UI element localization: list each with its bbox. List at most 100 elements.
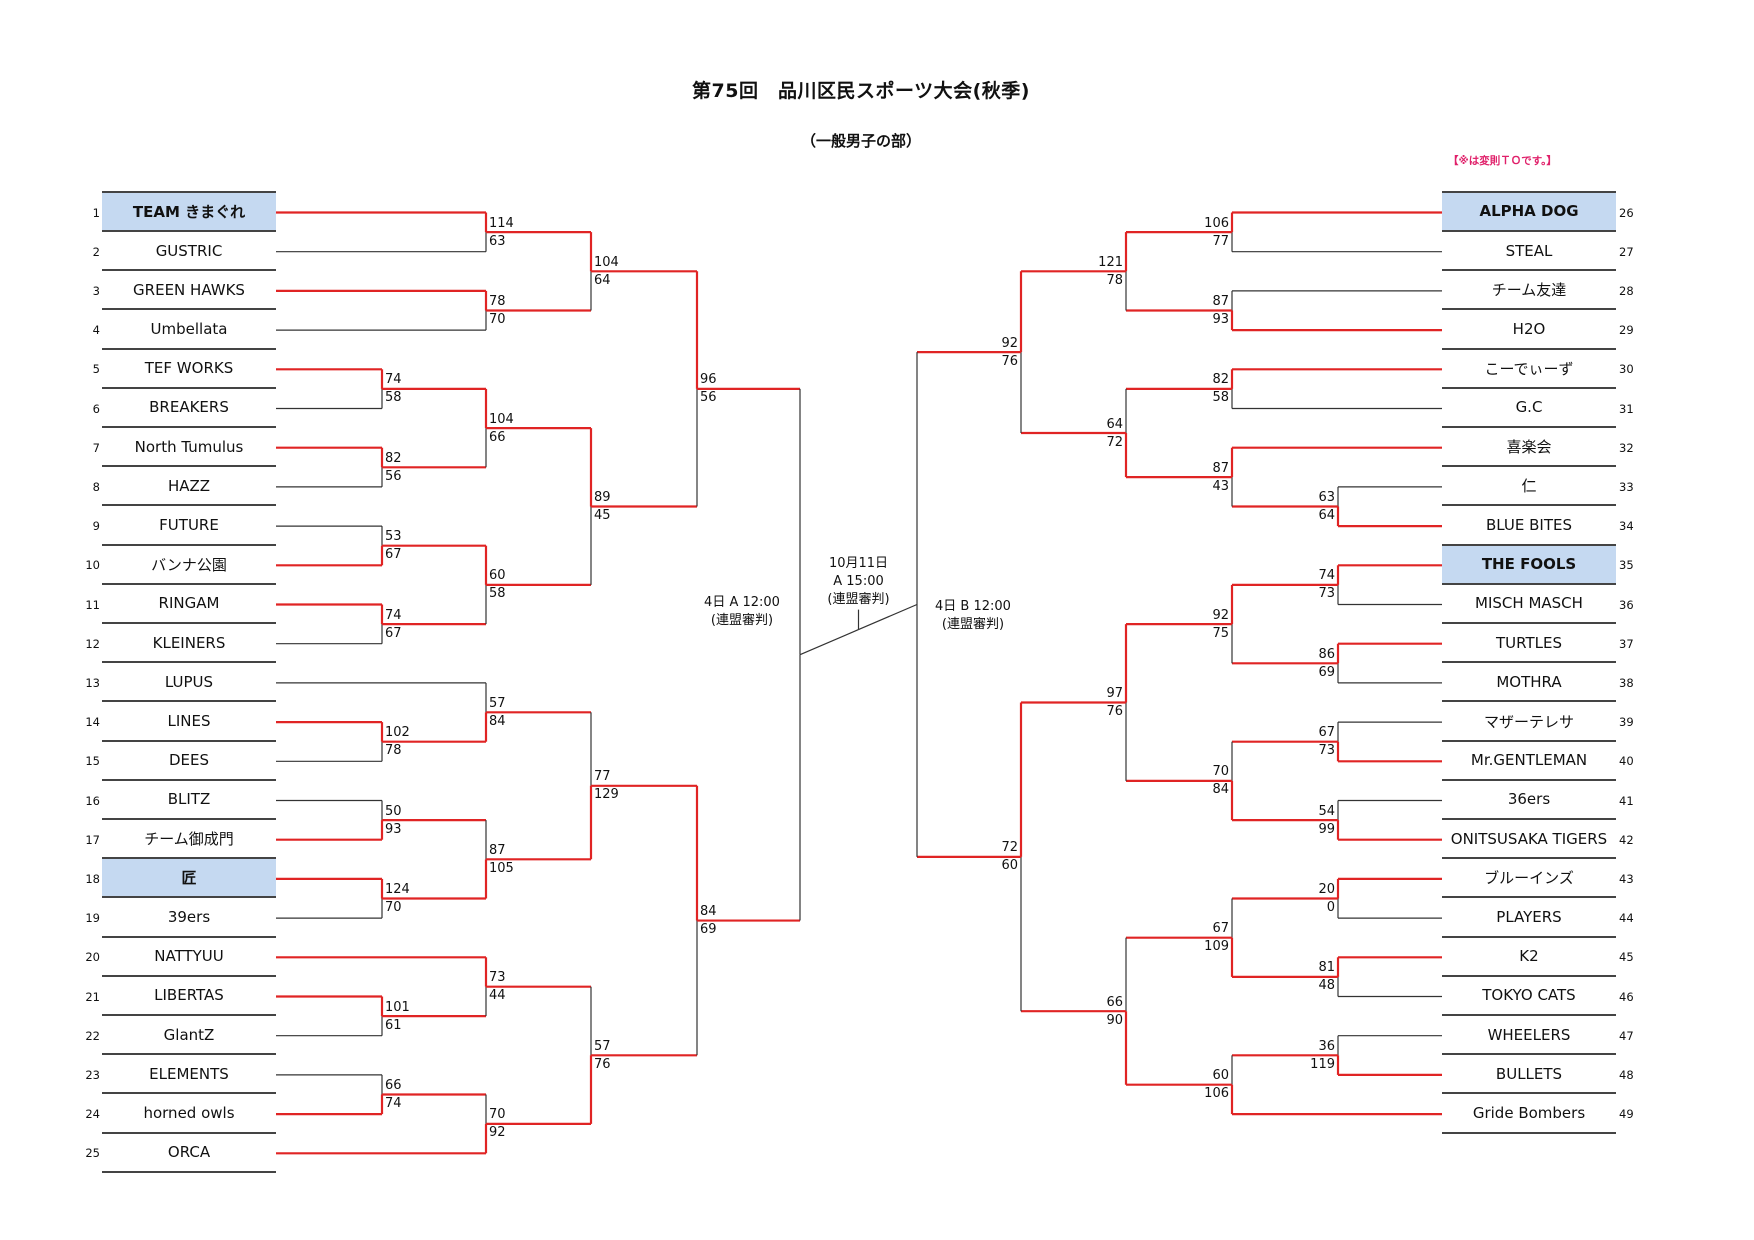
team-slot: FUTURE (102, 507, 276, 546)
final-date: 10月11日 (828, 555, 889, 571)
match-score: 64 (1106, 416, 1123, 432)
seed-number: 27 (1619, 244, 1634, 259)
match-score: 124 (385, 882, 410, 897)
team-slot: LINES (102, 703, 276, 742)
match-score: 74 (385, 607, 402, 623)
match-score: 57 (489, 695, 506, 711)
division-subtitle: （一般男子の部） (800, 132, 921, 150)
match-score: 70 (385, 900, 402, 915)
team-slot: 36ers (1442, 781, 1616, 821)
match-score: 67 (385, 547, 402, 563)
match-score: 53 (385, 529, 402, 545)
final-time: A 15:00 (833, 573, 884, 589)
match-score: 60 (489, 568, 506, 584)
seed-number: 1 (92, 205, 100, 220)
match-score: 73 (1318, 743, 1335, 759)
match-score: 76 (1001, 353, 1018, 369)
seed-number: 4 (92, 323, 100, 338)
team-slot: K2 (1442, 938, 1616, 977)
match-score: 81 (1318, 960, 1335, 976)
team-slot: GlantZ (102, 1016, 276, 1056)
seed-number: 41 (1619, 793, 1634, 808)
match-score: 84 (489, 713, 506, 729)
team-slot: ORCA (102, 1134, 276, 1173)
team-slot: DEES (102, 742, 276, 781)
semi-right-time: 4日 B 12:00 (935, 598, 1011, 614)
match-score: 61 (385, 1017, 402, 1033)
match-score: 70 (1212, 764, 1229, 780)
match-score: 0 (1326, 900, 1335, 915)
team-slot: チーム御成門 (102, 820, 276, 860)
seed-number: 15 (85, 754, 100, 769)
team-slot: マザーテレサ (1442, 703, 1616, 742)
match-score: 78 (385, 743, 402, 759)
match-score: 64 (594, 272, 611, 288)
match-score: 56 (700, 390, 717, 406)
team-slot: 匠 (102, 859, 276, 899)
team-slot: TURTLES (1442, 624, 1616, 664)
seed-number: 3 (92, 283, 100, 298)
match-score: 97 (1106, 686, 1123, 701)
match-score: 58 (489, 586, 506, 602)
page-title: 第75回 品川区民スポーツ大会(秋季) (692, 80, 1030, 102)
team-slot: ブルーインズ (1442, 859, 1616, 899)
seed-number: 16 (85, 793, 100, 808)
seed-number: 11 (85, 597, 100, 612)
seed-number: 14 (85, 715, 100, 730)
match-score: 105 (489, 860, 514, 876)
match-score: 92 (489, 1125, 506, 1141)
team-slot: H2O (1442, 311, 1616, 350)
match-score: 63 (489, 233, 506, 249)
seed-number: 39 (1619, 715, 1634, 730)
team-slot: NATTYUU (102, 938, 276, 977)
match-score: 104 (594, 254, 619, 270)
match-score: 106 (1204, 1086, 1229, 1102)
seed-number: 28 (1619, 283, 1634, 298)
match-score: 87 (1212, 294, 1229, 309)
team-slot: Gride Bombers (1442, 1095, 1616, 1134)
seed-number: 45 (1619, 950, 1634, 965)
match-score: 44 (489, 988, 506, 1004)
match-score: 75 (1212, 625, 1229, 641)
match-score: 101 (385, 999, 410, 1015)
match-score: 129 (594, 787, 619, 803)
match-score: 87 (1212, 460, 1229, 476)
match-score: 102 (385, 725, 410, 741)
team-slot: PLAYERS (1442, 899, 1616, 938)
seed-number: 22 (85, 1028, 100, 1043)
match-score: 20 (1318, 882, 1335, 897)
match-score: 54 (1318, 803, 1335, 819)
team-slot: 喜楽会 (1442, 428, 1616, 468)
team-slot: RINGAM (102, 585, 276, 625)
seed-number: 23 (85, 1067, 100, 1082)
seed-number: 49 (1619, 1107, 1634, 1122)
team-slot: GREEN HAWKS (102, 271, 276, 311)
team-slot: MOTHRA (1442, 663, 1616, 703)
semi-right-referee: (連盟審判) (941, 616, 1005, 632)
team-slot: MISCH MASCH (1442, 585, 1616, 625)
seed-number: 29 (1619, 323, 1634, 338)
seed-number: 30 (1619, 362, 1634, 377)
seed-number: 40 (1619, 754, 1634, 769)
match-score: 90 (1106, 1012, 1123, 1028)
team-slot: BULLETS (1442, 1055, 1616, 1095)
team-slot: TEF WORKS (102, 350, 276, 389)
seed-number: 47 (1619, 1028, 1634, 1043)
team-slot: こーでぃーず (1442, 350, 1616, 389)
seed-number: 33 (1619, 479, 1634, 494)
match-score: 74 (1318, 568, 1335, 584)
team-slot: THE FOOLS (1442, 545, 1616, 585)
seed-number: 6 (92, 401, 100, 416)
match-score: 82 (385, 450, 402, 466)
match-score: 104 (489, 411, 514, 427)
match-score: 69 (700, 922, 717, 938)
irregular-tipoff-note: 【※は変則ＴＯです。】 (1448, 155, 1557, 167)
seed-number: 13 (85, 675, 100, 690)
match-score: 92 (1001, 335, 1018, 351)
match-score: 50 (385, 803, 402, 819)
seed-number: 25 (85, 1146, 100, 1161)
seed-number: 12 (85, 636, 100, 651)
team-slot: ELEMENTS (102, 1055, 276, 1095)
